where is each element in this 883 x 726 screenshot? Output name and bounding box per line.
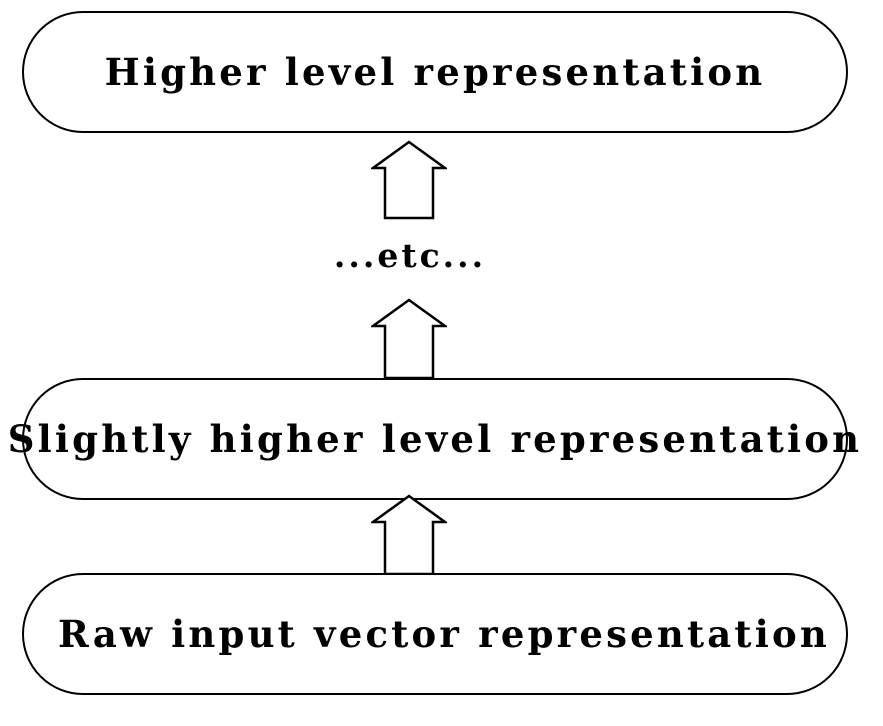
slightly-higher-level-representation-node: Slightly higher level representation bbox=[8, 378, 859, 500]
up-arrow-icon bbox=[371, 140, 447, 220]
up-arrow-icon bbox=[371, 494, 447, 574]
higher-level-representation-node: Higher level representation bbox=[22, 11, 848, 133]
raw-input-vector-representation-node: Raw input vector representation bbox=[22, 573, 848, 695]
slightly-higher-level-representation-label: Slightly higher level representation bbox=[7, 417, 863, 461]
higher-level-representation-label: Higher level representation bbox=[104, 50, 766, 94]
up-arrow-icon bbox=[371, 298, 447, 378]
etc-ellipsis-label: ...etc... bbox=[333, 236, 487, 275]
raw-input-vector-representation-label: Raw input vector representation bbox=[58, 612, 830, 656]
